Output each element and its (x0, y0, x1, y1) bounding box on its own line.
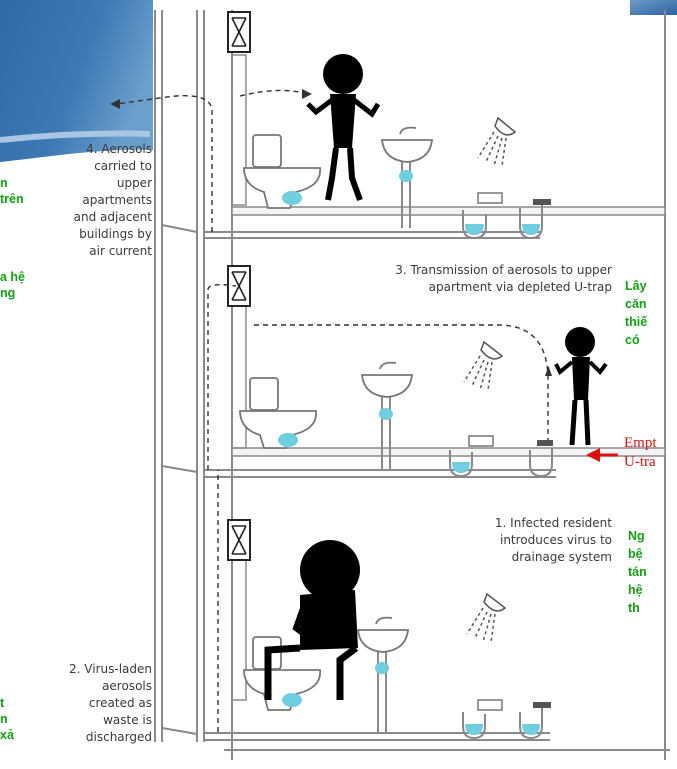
sinks (357, 126, 433, 653)
building-structure (154, 10, 670, 760)
label-aerosols-upper: 4. Aerosols carried to upper apartments … (73, 142, 152, 258)
arrowheads (110, 89, 552, 376)
overlay-left-2: a hệ ng (0, 270, 26, 300)
label-virus-laden: 2. Virus-laden aerosols created as waste… (69, 662, 152, 744)
overlay-right-2: Ng bệ tán hệ th (628, 529, 647, 615)
label-infected-resident: 1. Infected resident introduces virus to… (494, 516, 612, 564)
corner-background (0, 0, 677, 162)
sink-water (375, 170, 413, 674)
u-traps (449, 192, 553, 740)
overlay-right-1: Lây căn thiế có (625, 279, 648, 347)
people (264, 54, 608, 700)
label-transmission: 3. Transmission of aerosols to upper apa… (395, 263, 612, 294)
overlay-left-1: n trên (0, 176, 24, 206)
shower-heads (463, 116, 517, 643)
empty-trap-arrow (586, 448, 618, 462)
toilet-water (278, 191, 302, 707)
overlay-left-3: t n xả (0, 696, 14, 742)
empty-utrap-label: Empt U-tra (624, 435, 657, 470)
toilets (239, 134, 321, 711)
